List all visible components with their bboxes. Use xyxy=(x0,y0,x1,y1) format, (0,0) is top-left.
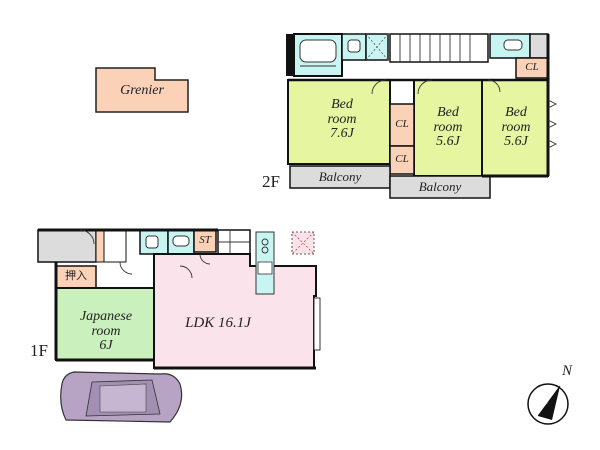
floor2-label: 2F xyxy=(262,172,280,191)
closet-low-label: CL xyxy=(395,153,409,165)
sink-icon xyxy=(347,39,361,53)
bedroom-1-size: 7.6J xyxy=(330,126,354,142)
oshiire-label: 押入 xyxy=(65,269,87,282)
bedroom-1 xyxy=(287,79,391,165)
bedroom-1-line1: Bed xyxy=(331,97,353,112)
grenier-room xyxy=(95,67,189,113)
bedroom-3-label: Bed room 5.6J xyxy=(488,105,544,150)
car-parking xyxy=(60,371,183,423)
bedroom-1-line2: room xyxy=(327,111,357,127)
bedroom-2-line2: room xyxy=(433,119,463,135)
japanese-room-line2: room xyxy=(91,323,121,339)
storage-label: ST xyxy=(199,234,211,246)
compass-north-label: N xyxy=(561,363,572,379)
bedroom-2-line1: Bed xyxy=(437,105,459,120)
entrance xyxy=(37,229,97,263)
bathtub-icon xyxy=(299,39,337,63)
closet-top-label: CL xyxy=(525,61,539,73)
balcony-right xyxy=(389,175,491,199)
floor1-plan xyxy=(37,228,321,370)
closet-low-2f xyxy=(389,145,415,175)
bedroom-1-label: Bed room 7.6J xyxy=(312,97,372,142)
balcony-right-label: Balcony xyxy=(418,179,462,194)
toilet-icon xyxy=(503,39,523,51)
japanese-room-line1: Japanese xyxy=(79,309,133,324)
ldk-room xyxy=(153,253,317,369)
balcony-left-label: Balcony xyxy=(318,169,362,184)
bedroom-2-size: 5.6J xyxy=(436,134,460,150)
closet-mid-label: CL xyxy=(395,118,409,130)
bedroom-2-label: Bed room 5.6J xyxy=(420,105,476,150)
japanese-room-label: Japanese room 6J xyxy=(66,309,146,354)
stairs-2f xyxy=(389,33,489,63)
grenier-label: Grenier xyxy=(120,83,164,98)
bedroom-3 xyxy=(481,79,549,177)
toilet-1f-icon xyxy=(172,235,190,247)
floor2-plan xyxy=(286,33,558,199)
bedroom-3-line1: Bed xyxy=(505,105,527,120)
stair-wall xyxy=(286,34,294,76)
north-compass-icon xyxy=(527,383,569,425)
bedroom-3-size: 5.6J xyxy=(504,134,528,150)
bedroom-3-line2: room xyxy=(501,119,531,135)
sink-1f-icon xyxy=(145,235,159,249)
floor1-label: 1F xyxy=(30,341,48,360)
japanese-room-size: 6J xyxy=(99,338,113,354)
ldk-label: LDK 16.1J xyxy=(185,315,251,331)
